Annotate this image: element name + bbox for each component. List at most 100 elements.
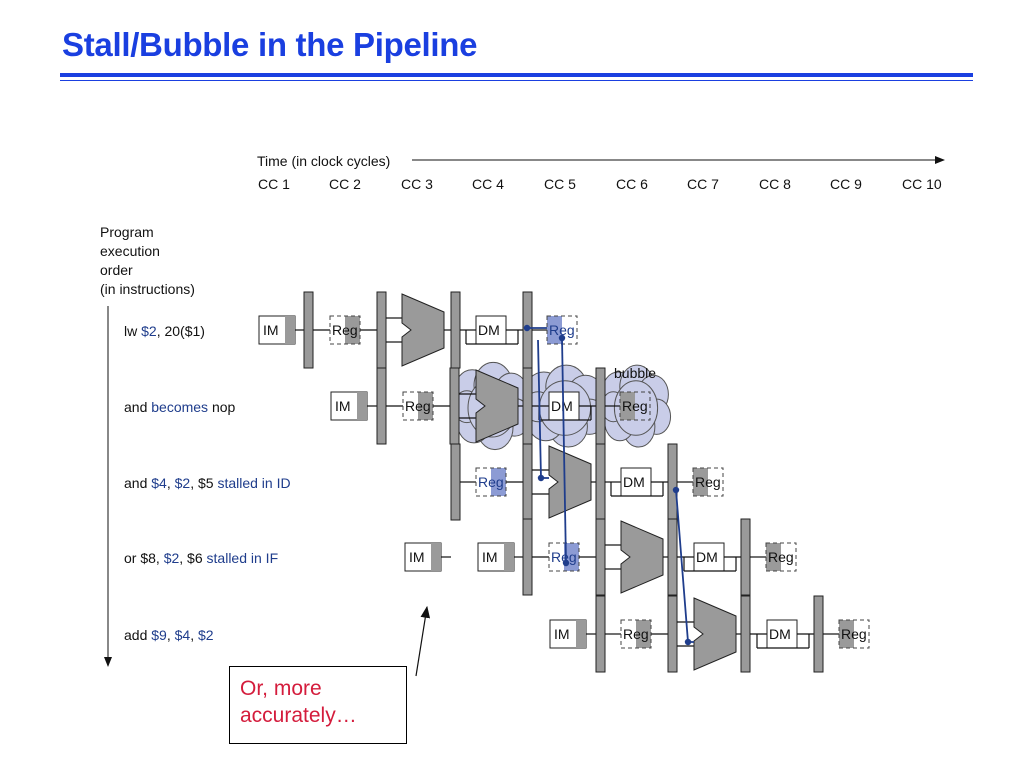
forward-dot-lw-mem [523, 324, 531, 332]
svg-text:Reg: Reg [695, 474, 721, 490]
row2-latch-1 [376, 367, 387, 445]
row4-im: IM [477, 542, 515, 572]
row2-reg-write: Reg [619, 391, 651, 421]
accuracy-note-box: Or, more accurately… [229, 666, 407, 744]
forward-dot-add-alu [684, 638, 692, 646]
cycle-label-3: CC 3 [401, 176, 433, 192]
note-line-2: accurately… [240, 704, 357, 727]
note-line-1: Or, more [240, 677, 322, 700]
row1-latch-1 [303, 291, 314, 369]
row4-reg-write: Reg [765, 542, 797, 572]
row5-latch-4 [813, 595, 824, 673]
row2-im: IM [330, 391, 368, 421]
svg-text:IM: IM [554, 626, 570, 642]
svg-text:Reg: Reg [551, 549, 577, 565]
row3-latch-1 [450, 443, 461, 521]
row3-latch-3 [595, 443, 606, 521]
row1-reg-read: Reg [329, 315, 361, 345]
svg-text:Reg: Reg [478, 474, 504, 490]
svg-text:IM: IM [482, 549, 498, 565]
row4-latch-1 [522, 518, 533, 596]
row4-dm: DM [693, 542, 725, 572]
row5-latch-1 [595, 595, 606, 673]
bubble-label: bubble [614, 365, 656, 381]
svg-text:IM: IM [263, 322, 279, 338]
program-order-label-3: order [100, 262, 133, 278]
program-order-label-1: Program [100, 224, 154, 240]
program-order-label-4: (in instructions) [100, 281, 195, 297]
row4-alu [620, 520, 664, 594]
instruction-label-1: lw $2, 20($1) [124, 323, 205, 339]
bubble-cloud-reg [600, 364, 672, 448]
row4-latch-3 [667, 518, 678, 596]
cycle-label-7: CC 7 [687, 176, 719, 192]
svg-text:DM: DM [769, 626, 791, 642]
row5-latch-2 [667, 595, 678, 673]
forward-to-add-alu [675, 489, 694, 643]
row2-latch-3 [522, 367, 533, 445]
row1-im: IM [258, 315, 296, 345]
row1-reg-write: Reg [546, 315, 578, 345]
row5-dm: DM [766, 619, 798, 649]
instruction-label-5: add $9, $4, $2 [124, 627, 214, 643]
row1-alu [401, 293, 445, 367]
row1-dm: DM [475, 315, 507, 345]
cycle-label-8: CC 8 [759, 176, 791, 192]
cycle-label-10: CC 10 [902, 176, 942, 192]
row3-dm: DM [620, 467, 652, 497]
row5-reg-write: Reg [838, 619, 870, 649]
row3-alu [548, 445, 592, 519]
forward-dot-and-mem [672, 486, 680, 494]
instruction-label-4: or $8, $2, $6 stalled in IF [124, 550, 278, 566]
row4-latch-4 [740, 518, 751, 596]
svg-text:DM: DM [551, 398, 573, 414]
row1-latch-3 [450, 291, 461, 369]
row2-latch-2 [449, 367, 460, 445]
row5-alu [693, 597, 737, 671]
row3-reg-read: Reg [475, 467, 507, 497]
row5-reg-read: Reg [620, 619, 652, 649]
svg-text:IM: IM [409, 549, 425, 565]
title-underline-thin [60, 80, 973, 81]
row4-latch-2 [595, 518, 606, 596]
row3-latch-2 [522, 443, 533, 521]
cycle-label-6: CC 6 [616, 176, 648, 192]
svg-text:Reg: Reg [622, 398, 648, 414]
program-order-label-2: execution [100, 243, 160, 259]
row3-latch-4 [667, 443, 678, 521]
row4-im-stalled: IM [404, 542, 442, 572]
row2-alu [475, 369, 519, 443]
cycle-label-9: CC 9 [830, 176, 862, 192]
cycle-label-5: CC 5 [544, 176, 576, 192]
title-underline [60, 73, 973, 77]
row1-latch-2 [376, 291, 387, 369]
svg-text:Reg: Reg [768, 549, 794, 565]
cycle-label-4: CC 4 [472, 176, 504, 192]
svg-text:Reg: Reg [623, 626, 649, 642]
svg-text:DM: DM [478, 322, 500, 338]
svg-text:DM: DM [623, 474, 645, 490]
forward-dot-and-alu [537, 474, 545, 482]
forward-dot-lw-reg [558, 334, 566, 342]
cycle-label-2: CC 2 [329, 176, 361, 192]
row5-latch-3 [740, 595, 751, 673]
slide-title: Stall/Bubble in the Pipeline [62, 26, 478, 63]
svg-text:DM: DM [696, 549, 718, 565]
instruction-label-3: and $4, $2, $5 stalled in ID [124, 475, 291, 491]
forward-dot-or-reg [562, 559, 570, 567]
svg-text:Reg: Reg [841, 626, 867, 642]
row3-reg-write: Reg [692, 467, 724, 497]
forward-reg-to-or [561, 337, 567, 564]
row4-reg-read: Reg [548, 542, 580, 572]
row5-im: IM [549, 619, 587, 649]
svg-text:Reg: Reg [332, 322, 358, 338]
row2-reg-read: Reg [402, 391, 434, 421]
svg-text:IM: IM [335, 398, 351, 414]
time-axis-label: Time (in clock cycles) [257, 153, 390, 169]
svg-text:Reg: Reg [549, 322, 575, 338]
note-pointer-arrow [415, 605, 431, 677]
row2-latch-4 [595, 367, 606, 445]
svg-text:Reg: Reg [405, 398, 431, 414]
instruction-label-2: and becomes nop [124, 399, 236, 415]
